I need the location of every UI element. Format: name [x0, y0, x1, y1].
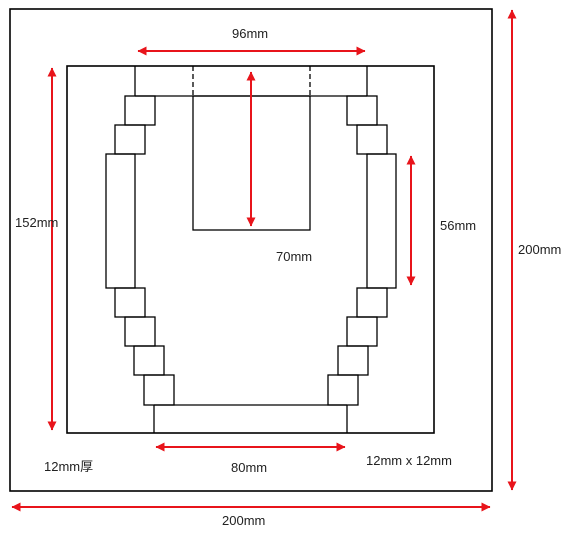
top-width-label: 96mm — [232, 26, 269, 41]
outer-height-label: 200mm — [518, 242, 562, 257]
dimension-arrows — [11, 9, 517, 512]
block-size-label: 12mm x 12mm — [366, 453, 452, 468]
left-block-column — [105, 95, 175, 406]
outer-board — [9, 8, 493, 492]
thickness-label: 12mm厚 — [44, 459, 94, 474]
outer-width-label: 200mm — [222, 513, 266, 528]
inner-height-label: 152mm — [15, 215, 59, 230]
inner-frame — [66, 65, 435, 434]
side-height-label: 56mm — [440, 218, 477, 233]
right-block-column — [327, 95, 397, 406]
center-depth-label: 70mm — [276, 249, 313, 264]
bottom-width-label: 80mm — [231, 460, 268, 475]
